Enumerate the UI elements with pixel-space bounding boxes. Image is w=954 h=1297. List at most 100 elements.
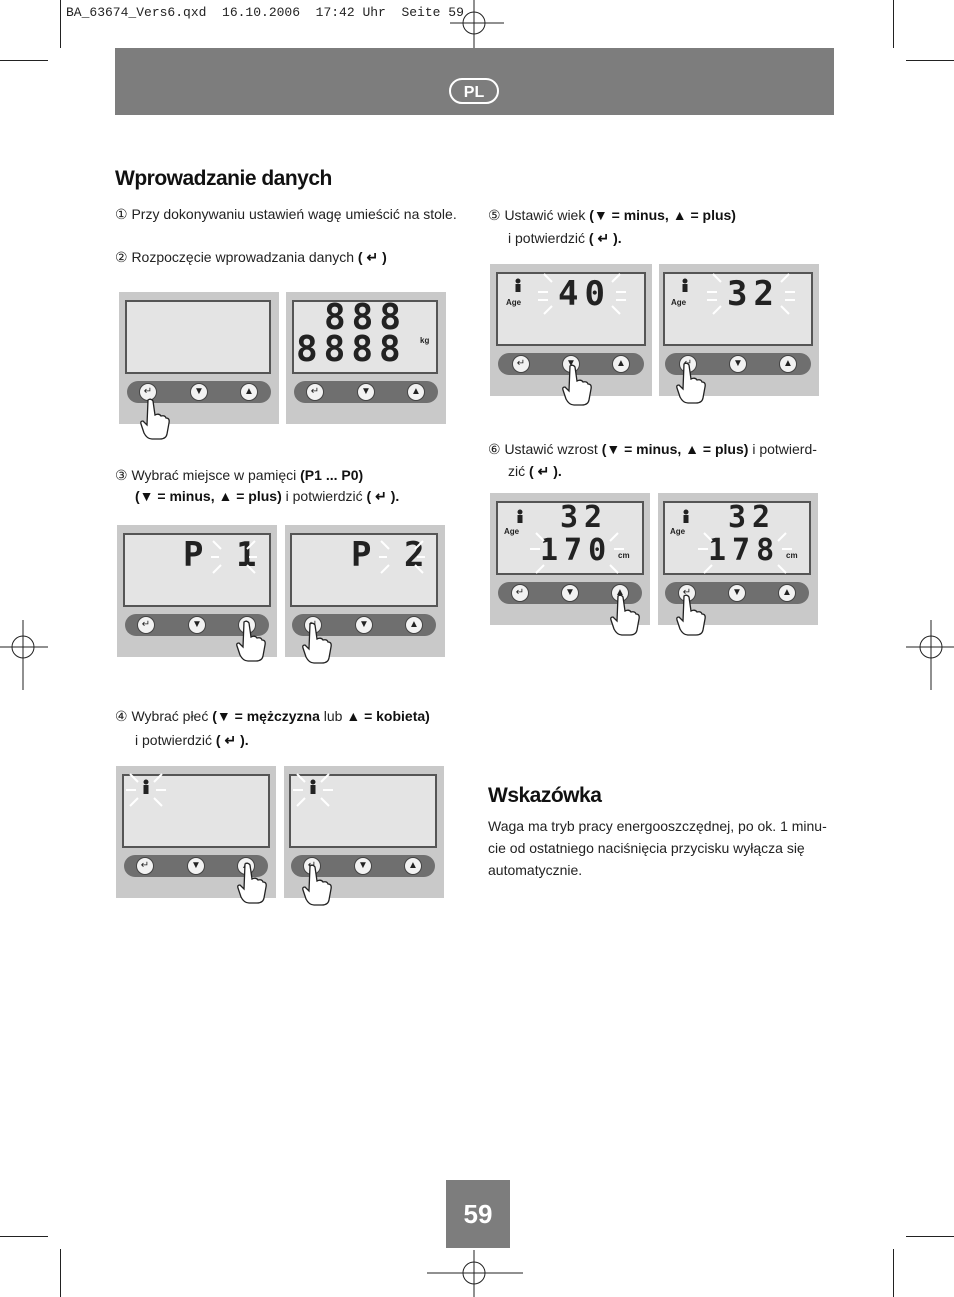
crop-mark xyxy=(906,1236,954,1237)
step-2-key: ( ↵ ) xyxy=(357,249,387,265)
enter-icon[interactable]: ↵ xyxy=(512,355,530,373)
person-icon xyxy=(515,278,521,292)
pointing-hand-icon xyxy=(236,620,266,662)
height-unit: cm xyxy=(618,551,630,560)
down-arrow-icon[interactable]: ▼ xyxy=(190,383,208,401)
enter-icon[interactable]: ↵ xyxy=(139,383,157,401)
tip-line: automatycznie. xyxy=(488,862,583,878)
step-5-enter: ( ↵ ). xyxy=(588,230,622,246)
up-arrow-icon[interactable]: ▲ xyxy=(778,584,796,602)
blink-rays xyxy=(538,273,626,315)
step-4-male: (▼ = mężczyzna xyxy=(212,708,320,724)
up-arrow-icon[interactable]: ▲ xyxy=(405,616,423,634)
person-icon xyxy=(683,509,689,523)
height-unit: cm xyxy=(786,551,798,560)
lcd-height: 178 xyxy=(708,533,781,568)
scale-panel-4a: ↵ ▼ ▲ xyxy=(116,766,276,898)
up-arrow-icon[interactable]: ▲ xyxy=(779,355,797,373)
crop-mark xyxy=(0,1236,48,1237)
section-title: Wprowadzanie danych xyxy=(115,167,332,190)
age-label: Age xyxy=(671,298,687,307)
up-arrow-icon[interactable]: ▲ xyxy=(404,857,422,875)
step-3-enter: ( ↵ ). xyxy=(366,488,400,504)
lcd-display xyxy=(292,300,438,374)
registration-mark-top xyxy=(450,0,504,48)
person-icon xyxy=(682,278,688,292)
blink-rays xyxy=(707,273,795,315)
step-6-keys: (▼ = minus, ▲ = plus) xyxy=(601,441,749,457)
scale-panel-6a: Age 32 170 cm ↵ ▼ ▲ xyxy=(490,493,650,625)
down-arrow-icon[interactable]: ▼ xyxy=(354,857,372,875)
crop-mark xyxy=(906,60,954,61)
lcd-age: 32 xyxy=(728,500,777,535)
up-arrow-icon[interactable]: ▲ xyxy=(240,383,258,401)
step-4: ④ Wybrać płeć (▼ = mężczyzna lub ▲ = kob… xyxy=(115,705,430,727)
crop-mark xyxy=(893,0,894,48)
lcd-digits-top: 888 xyxy=(324,297,408,338)
down-arrow-icon[interactable]: ▼ xyxy=(187,857,205,875)
step-4-text: ④ Wybrać płeć xyxy=(115,708,209,724)
lcd-age: 40 xyxy=(558,274,611,314)
unit-label: kg xyxy=(420,336,430,345)
button-bar: ↵ ▼ ▲ xyxy=(665,353,811,375)
crop-mark xyxy=(60,1249,61,1297)
lcd-display xyxy=(290,533,438,607)
step-3-line-2: (▼ = minus, ▲ = plus) i potwierdzić ( ↵ … xyxy=(135,485,399,507)
scale-panel-2a: ↵ ▼ ▲ xyxy=(119,292,279,424)
tip-text: Waga ma tryb pracy energooszczędnej, po … xyxy=(488,815,827,881)
down-arrow-icon[interactable]: ▼ xyxy=(188,616,206,634)
step-1: ① Przy dokonywaniu ustawień wagę umieści… xyxy=(115,206,457,222)
pointing-hand-icon xyxy=(562,364,592,406)
step-6-tail: i potwierd- xyxy=(752,441,817,457)
button-bar: ↵ ▼ ▲ xyxy=(127,381,271,403)
crop-mark xyxy=(0,60,48,61)
down-arrow-icon[interactable]: ▼ xyxy=(561,584,579,602)
step-4-confirm: i potwierdzić xyxy=(135,732,213,748)
down-arrow-icon[interactable]: ▼ xyxy=(729,355,747,373)
pointing-hand-icon xyxy=(302,622,332,664)
button-bar: ↵ ▼ ▲ xyxy=(294,381,438,403)
lcd-display xyxy=(123,533,271,607)
pointing-hand-icon xyxy=(676,362,706,404)
scale-panel-3a: P 1 ↵ ▼ ▲ xyxy=(117,525,277,657)
enter-icon[interactable]: ↵ xyxy=(136,857,154,875)
step-2: ② Rozpoczęcie wprowadzania danych ( ↵ ) xyxy=(115,246,387,268)
person-icon xyxy=(517,509,523,523)
step-4-line-2: i potwierdzić ( ↵ ). xyxy=(135,729,249,751)
step-6-text: ⑥ Ustawić wzrost xyxy=(488,441,598,457)
button-bar: ↵ ▼ ▲ xyxy=(125,614,269,636)
scale-panel-6b: Age 32 178 cm ↵ ▼ ▲ xyxy=(658,493,818,625)
up-arrow-icon[interactable]: ▲ xyxy=(612,355,630,373)
step-6-line-2: zić ( ↵ ). xyxy=(508,460,562,482)
blink-rays xyxy=(211,540,257,574)
button-bar: ↵ ▼ ▲ xyxy=(498,582,642,604)
page-number: 59 xyxy=(446,1180,510,1248)
step-4-enter: ( ↵ ). xyxy=(215,732,249,748)
step-5-line-2: i potwierdzić ( ↵ ). xyxy=(508,227,622,249)
registration-mark-left xyxy=(0,620,48,690)
enter-icon[interactable]: ↵ xyxy=(511,584,529,602)
step-6: ⑥ Ustawić wzrost (▼ = minus, ▲ = plus) i… xyxy=(488,438,817,460)
step-4-female: ▲ = kobieta) xyxy=(346,708,430,724)
button-bar: ↵ ▼ ▲ xyxy=(498,353,644,375)
step-6-confirm: zić xyxy=(508,463,526,479)
registration-mark-bottom xyxy=(427,1250,523,1297)
lcd-display xyxy=(663,272,813,346)
down-arrow-icon[interactable]: ▼ xyxy=(357,383,375,401)
up-arrow-icon[interactable]: ▲ xyxy=(407,383,425,401)
pointing-hand-icon xyxy=(676,594,706,636)
blink-rays xyxy=(379,540,425,574)
language-badge: PL xyxy=(449,78,499,104)
down-arrow-icon[interactable]: ▼ xyxy=(728,584,746,602)
file-header: BA_63674_Vers6.qxd 16.10.2006 17:42 Uhr … xyxy=(66,5,464,20)
step-3-keys: (▼ = minus, ▲ = plus) xyxy=(135,488,282,504)
age-label: Age xyxy=(506,298,522,307)
lcd-age: 32 xyxy=(560,500,609,535)
pointing-hand-icon xyxy=(237,862,267,904)
down-arrow-icon[interactable]: ▼ xyxy=(355,616,373,634)
enter-icon[interactable]: ↵ xyxy=(137,616,155,634)
step-5-text: ⑤ Ustawić wiek xyxy=(488,207,586,223)
step-5-confirm: i potwierdzić xyxy=(508,230,586,246)
button-bar: ↵ ▼ ▲ xyxy=(665,582,809,604)
enter-icon[interactable]: ↵ xyxy=(306,383,324,401)
